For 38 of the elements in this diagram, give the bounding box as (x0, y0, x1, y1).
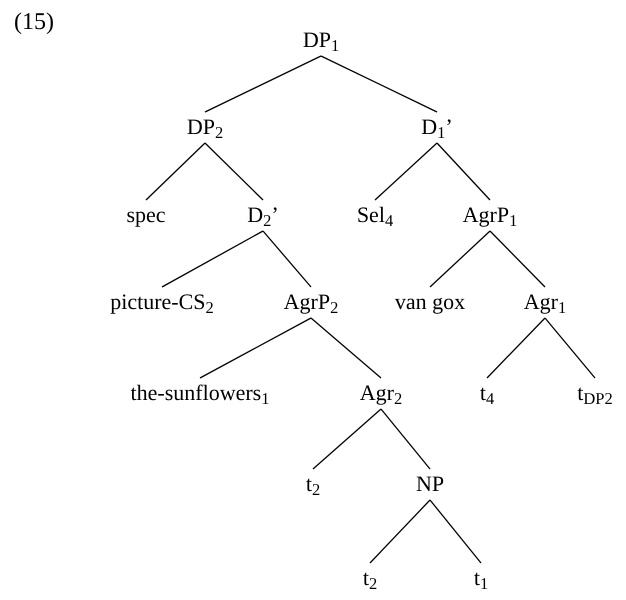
tree-node-label: t$_{4}$ (478, 379, 496, 407)
tree-node-label: DP$_{2}$ (184, 113, 226, 141)
tree-node-label: Agr$_{1}$ (522, 288, 568, 316)
tree-node-label: AgrP$_{2}$ (282, 288, 340, 316)
tree-branch (262, 230, 312, 288)
tree-node-label: van gox (392, 288, 468, 316)
tree-branch (370, 500, 430, 564)
tree-branch (162, 230, 264, 288)
tree-node-label: DP$_{1}$ (300, 26, 342, 54)
tree-branch (204, 142, 264, 200)
tree-branch (204, 55, 322, 113)
tree-node-label: the-sunflowers$_{1}$ (128, 379, 272, 407)
tree-node-label: t$_{2}$ (304, 470, 322, 498)
tree-branch (146, 142, 206, 200)
tree-branch (486, 318, 546, 378)
tree-node-label: t$_{2}$ (360, 564, 380, 592)
tree-branch (312, 408, 382, 470)
tree-node-label: D$_{1}$’ (419, 113, 455, 141)
tree-node-label: Agr$_{2}$ (358, 379, 404, 407)
tree-node-label: AgrP$_{1}$ (460, 201, 520, 229)
tree-branch (436, 142, 490, 200)
tree-node-label: t$_{DP2}$ (575, 379, 615, 407)
tree-node-label: spec (124, 201, 168, 229)
tree-branch (430, 500, 482, 564)
tree-node-label: t$_{1}$ (472, 564, 490, 592)
tree-branch (310, 318, 382, 378)
tree-branch (320, 55, 438, 113)
tree-node-label: NP (414, 470, 446, 498)
tree-branch (380, 408, 430, 470)
tree-node-label: picture-CS$_{2}$ (108, 288, 216, 316)
tree-branch (490, 230, 546, 288)
tree-branch (430, 230, 490, 288)
tree-node-label: Sel$_{4}$ (354, 201, 396, 229)
tree-branch (374, 142, 438, 200)
tree-branch (200, 317, 312, 379)
tree-branch (544, 318, 596, 378)
tree-node-label: D$_{2}$’ (245, 201, 281, 229)
example-number: (15) (14, 10, 54, 34)
